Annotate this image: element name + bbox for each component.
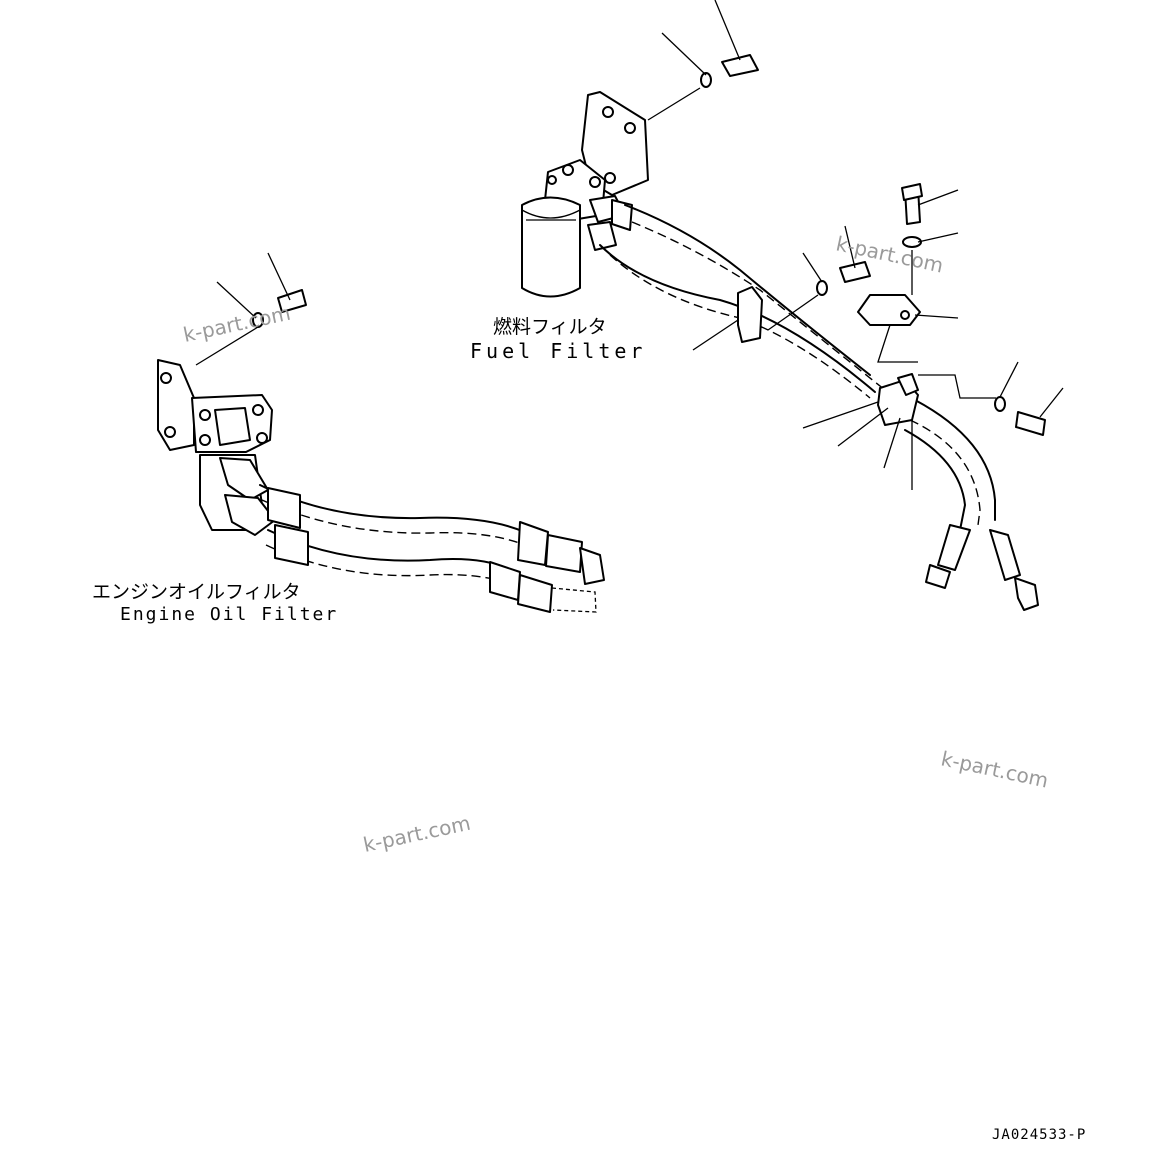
oil-hoses [259,484,605,613]
hose-clamps [737,286,921,426]
fuel-hoses [599,204,1039,611]
leader-lines-fuel [661,0,1064,490]
fuel-filter-label-jp: 燃料フィルタ [493,316,607,338]
oil-filter-label-jp: エンジンオイルフィルタ [92,581,301,603]
watermark-3: k-part.com [939,746,1051,792]
drawing-code: JA024533-P [992,1127,1086,1143]
oil-filter-label-en: Engine Oil Filter [120,604,338,625]
watermark-4: k-part.com [361,811,473,857]
fasteners-oil [195,252,307,366]
fuel-filter-assembly [521,91,649,298]
oil-filter-assembly [157,359,276,536]
fuel-filter-label-en: Fuel Filter [470,339,646,363]
